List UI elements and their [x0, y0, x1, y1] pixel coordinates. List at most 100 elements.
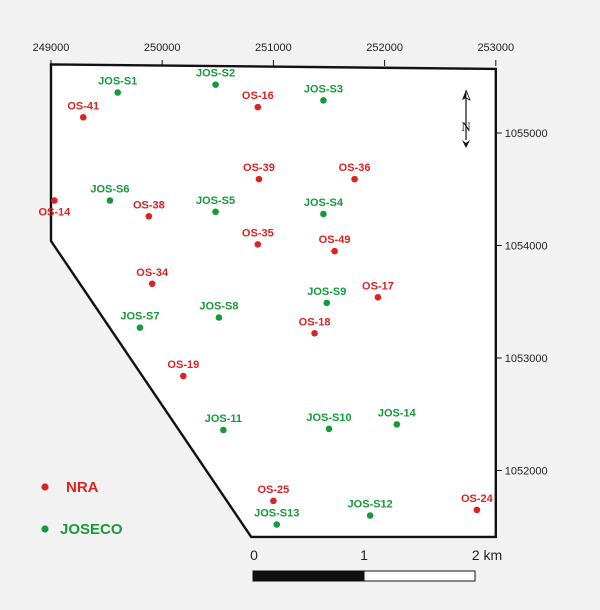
- x-tick-label: 250000: [144, 42, 181, 54]
- scale-bar-segment-light: [363, 570, 476, 582]
- legend-marker-joseco: [41, 525, 49, 533]
- station-marker: [114, 89, 122, 96]
- station-os-18: OS-18: [299, 316, 330, 337]
- station-marker: [254, 241, 262, 248]
- station-jos-s6: JOS-S6: [90, 184, 130, 204]
- y-tick-label: 1055000: [505, 128, 548, 140]
- station-marker: [254, 103, 262, 111]
- station-label: OS-25: [258, 484, 290, 496]
- station-label: JOS-S1: [98, 76, 137, 88]
- legend-marker-nra: [41, 483, 49, 491]
- station-label: JOS-S13: [254, 508, 299, 520]
- station-marker: [148, 280, 156, 288]
- station-os-38: OS-38: [133, 199, 165, 220]
- station-label: JOS-S3: [304, 83, 343, 95]
- station-jos-14: JOS-14: [378, 407, 417, 428]
- y-tick-label: 1053000: [505, 353, 548, 365]
- station-marker: [51, 197, 58, 204]
- station-os-39: OS-39: [243, 162, 275, 183]
- x-tick-label: 251000: [255, 42, 292, 54]
- station-jos-s7: JOS-S7: [120, 311, 160, 331]
- station-marker: [393, 421, 401, 428]
- station-label: JOS-S12: [348, 499, 393, 511]
- study-area-boundary: [49, 63, 497, 539]
- station-label: OS-34: [136, 267, 169, 279]
- station-marker: [311, 329, 318, 337]
- station-label: OS-17: [362, 280, 394, 292]
- scale-label-one: 1: [360, 547, 368, 563]
- station-marker: [270, 497, 277, 505]
- station-label: OS-41: [67, 100, 99, 112]
- station-os-17: OS-17: [362, 280, 394, 301]
- station-label: JOS-S4: [304, 197, 344, 209]
- station-os-24: OS-24: [461, 493, 494, 514]
- station-label: OS-39: [243, 162, 275, 174]
- station-label: JOS-14: [378, 407, 417, 419]
- station-marker: [351, 175, 358, 183]
- station-jos-s13: JOS-S13: [254, 508, 299, 528]
- station-marker: [136, 324, 144, 331]
- x-tick-label: 253000: [477, 42, 514, 54]
- station-marker: [323, 299, 331, 307]
- station-label: OS-49: [319, 234, 351, 246]
- scale-bar-segment-dark: [252, 570, 365, 582]
- station-label: OS-35: [242, 227, 274, 239]
- station-jos-s5: JOS-S5: [196, 195, 235, 216]
- station-jos-s4: JOS-S4: [304, 197, 344, 218]
- coordinate-ticks: 249000 250000 251000 252000 253000 1052000 105…: [33, 42, 548, 478]
- station-label: OS-14: [38, 207, 71, 219]
- legend-label-nra: NRA: [66, 479, 99, 496]
- station-jos-s8: JOS-S8: [199, 301, 238, 321]
- station-os-49: OS-49: [319, 234, 351, 255]
- station-label: JOS-S8: [199, 301, 238, 313]
- legend: NRA JOSECO: [41, 479, 123, 538]
- station-marker: [320, 97, 327, 104]
- station-jos-11: JOS-11: [205, 413, 242, 434]
- y-tick-label: 1054000: [505, 241, 548, 253]
- station-label: OS-24: [461, 493, 494, 505]
- station-label: JOS-S10: [306, 412, 351, 424]
- legend-label-joseco: JOSECO: [60, 521, 123, 538]
- station-label: JOS-S9: [307, 286, 346, 298]
- station-marker: [212, 81, 219, 88]
- station-marker: [106, 197, 114, 204]
- station-marker: [331, 247, 338, 255]
- x-tick-label: 249000: [33, 42, 70, 54]
- station-marker: [374, 293, 382, 301]
- y-tick-label: 1052000: [505, 466, 548, 478]
- station-jos-s10: JOS-S10: [306, 412, 352, 433]
- station-os-19: OS-19: [167, 359, 199, 380]
- station-label: JOS-S7: [120, 311, 159, 323]
- station-marker: [212, 208, 219, 216]
- station-marker: [366, 512, 374, 519]
- station-label: JOS-S5: [196, 195, 235, 207]
- station-os-25: OS-25: [258, 484, 290, 505]
- station-jos-s1: JOS-S1: [98, 76, 137, 96]
- station-marker: [255, 175, 263, 183]
- north-arrow-label: N: [461, 119, 471, 134]
- station-os-36: OS-36: [339, 162, 371, 183]
- station-label: OS-16: [242, 90, 274, 102]
- station-marker: [79, 113, 87, 121]
- station-os-35: OS-35: [242, 227, 274, 248]
- x-tick-label: 252000: [366, 42, 403, 54]
- station-label: JOS-S2: [196, 68, 235, 80]
- station-marker: [320, 210, 327, 218]
- scale-label-two-km: 2 km: [472, 547, 502, 563]
- station-jos-s9: JOS-S9: [307, 286, 346, 307]
- station-label: OS-19: [167, 359, 199, 371]
- station-marker: [473, 506, 481, 514]
- station-os-14: OS-14: [38, 197, 71, 219]
- station-marker: [220, 426, 227, 434]
- station-jos-s2: JOS-S2: [196, 68, 235, 88]
- station-os-34: OS-34: [136, 267, 169, 288]
- station-os-41: OS-41: [67, 100, 99, 121]
- station-jos-s12: JOS-S12: [348, 499, 393, 519]
- station-label: OS-38: [133, 199, 165, 211]
- station-jos-s3: JOS-S3: [304, 83, 343, 104]
- station-label: OS-36: [339, 162, 371, 174]
- station-os-16: OS-16: [242, 90, 274, 111]
- scale-label-zero: 0: [250, 547, 258, 563]
